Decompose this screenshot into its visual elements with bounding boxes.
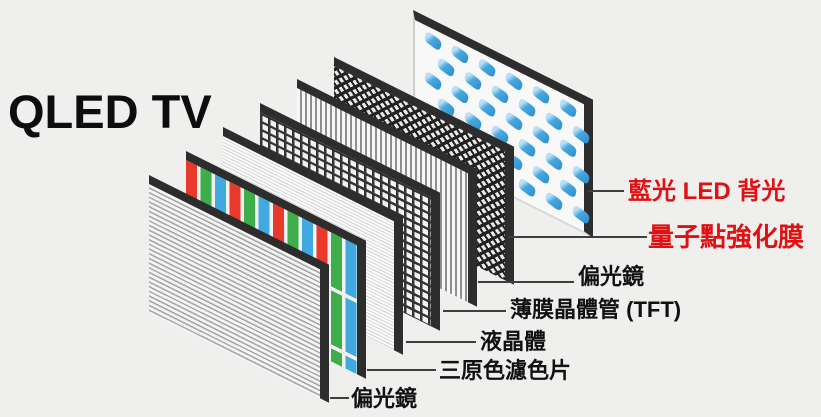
- leader-line-rgb-color-filter: [367, 369, 436, 371]
- led-dot: [463, 70, 483, 92]
- led-dot: [571, 203, 591, 226]
- led-dot: [571, 163, 591, 186]
- led-dot: [517, 176, 537, 199]
- led-dot: [517, 96, 537, 119]
- leader-line-rear-polarizer: [478, 281, 574, 283]
- led-dot: [517, 136, 537, 159]
- leader-line-blue-led-backlight: [588, 190, 624, 192]
- leader-line-tft: [443, 310, 506, 312]
- leader-line-quantum-dot-film: [508, 236, 647, 238]
- led-dot: [531, 163, 551, 186]
- led-dot: [571, 123, 591, 146]
- page-title: QLED TV: [8, 85, 212, 138]
- led-dot: [544, 110, 564, 133]
- led-dot: [504, 110, 524, 133]
- label-quantum-dot-film: 量子點強化膜: [648, 222, 805, 252]
- label-blue-led-backlight: 藍光 LED 背光: [628, 178, 786, 205]
- leader-line-front-polarizer: [330, 397, 349, 399]
- label-tft: 薄膜晶體管 (TFT): [510, 297, 682, 322]
- led-dot: [531, 123, 551, 146]
- label-liquid-crystal: 液晶體: [480, 329, 547, 354]
- led-dot: [423, 30, 443, 52]
- label-front-polarizer: 偏光鏡: [351, 386, 418, 411]
- led-dot: [436, 56, 456, 79]
- label-rgb-color-filter: 三原色濾色片: [439, 358, 572, 383]
- led-dot: [477, 96, 497, 119]
- led-dot: [504, 70, 524, 93]
- led-dot: [490, 83, 510, 106]
- label-rear-polarizer: 偏光鏡: [578, 264, 645, 289]
- led-dot: [558, 137, 578, 160]
- leader-line-liquid-crystal: [406, 341, 476, 343]
- led-dot: [544, 190, 564, 213]
- led-dot: [558, 177, 578, 200]
- led-dot: [450, 83, 470, 106]
- led-dot: [450, 43, 470, 66]
- led-dot: [544, 150, 564, 173]
- led-dot: [558, 97, 578, 120]
- led-dot: [531, 83, 551, 106]
- led-dot: [477, 56, 497, 79]
- led-dot: [423, 70, 443, 92]
